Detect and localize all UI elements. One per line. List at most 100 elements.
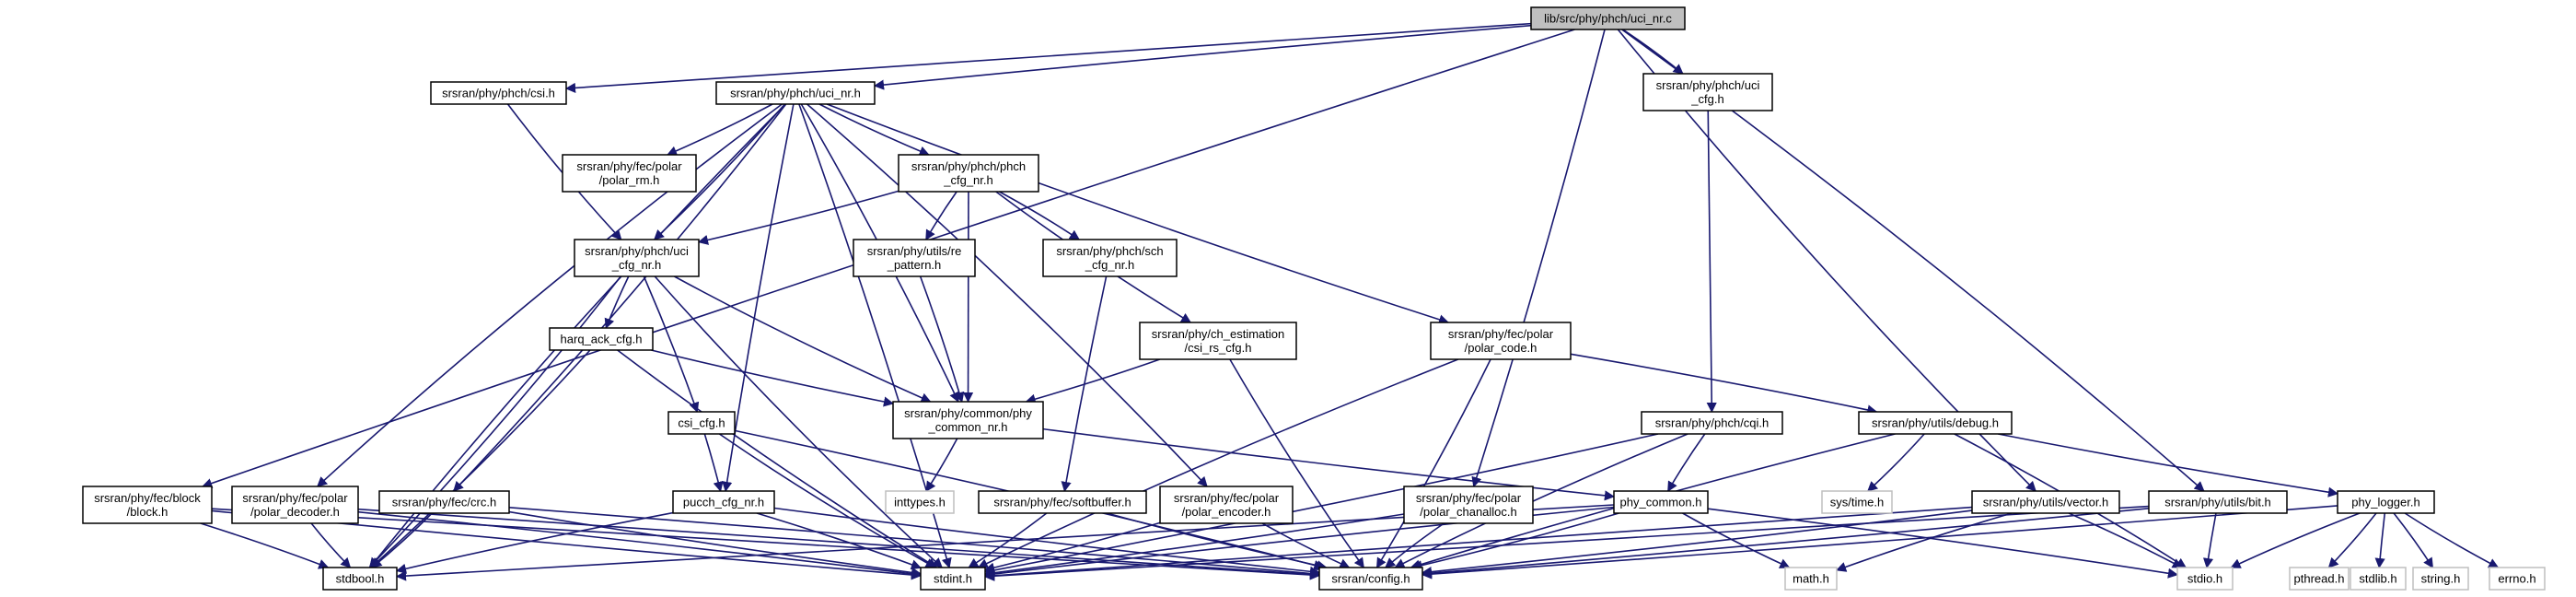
node-box [2289, 567, 2350, 591]
node-stdio: stdio.h [2176, 567, 2234, 591]
node-stdbool[interactable]: stdbool.h [322, 567, 398, 591]
node-label: srsran/phy/common/phy [904, 406, 1032, 420]
node-box [978, 490, 1147, 514]
node-label: srsran/phy/phch/uci_nr.h [730, 87, 861, 100]
edge-vector_h-to-stdio [2068, 512, 2183, 568]
node-label: string.h [2421, 572, 2461, 586]
node-polar_chanalloc[interactable]: srsran/phy/fec/polar/polar_chanalloc.h [1403, 486, 1534, 524]
edge-uci_cfg_nr-to-stdbool [368, 275, 621, 568]
edge-phy_logger-to-pthread [2327, 512, 2377, 568]
node-box [1641, 411, 1783, 435]
node-uci_cfg_h[interactable]: srsran/phy/phch/uci_cfg.h [1642, 73, 1773, 111]
node-polar_rm[interactable]: srsran/phy/fec/polar/polar_rm.h [562, 154, 697, 193]
node-box [885, 490, 955, 514]
node-root[interactable]: lib/src/phy/phch/uci_nr.c [1530, 6, 1686, 30]
node-phch_cfg_nr[interactable]: srsran/phy/phch/phch_cfg_nr.h [898, 154, 1039, 193]
node-pucch_cfg_nr[interactable]: pucch_cfg_nr.h [672, 490, 775, 514]
node-cqi_h[interactable]: srsran/phy/phch/cqi.h [1641, 411, 1783, 435]
node-sch_cfg_nr[interactable]: srsran/phy/phch/sch_cfg_nr.h [1042, 239, 1178, 277]
node-phy_logger[interactable]: phy_logger.h [2337, 490, 2435, 514]
node-csi_cfg[interactable]: csi_cfg.h [667, 411, 736, 435]
node-harq_ack_cfg[interactable]: harq_ack_cfg.h [549, 327, 654, 351]
node-uci_nr_h[interactable]: srsran/phy/phch/uci_nr.h [715, 81, 876, 105]
edge-crc_h-to-stdint [508, 510, 922, 578]
edge-root-to-csi_h [564, 22, 1532, 94]
edge-vector_h-to-math [1835, 512, 2013, 572]
node-box [898, 154, 1039, 193]
node-label: srsran/phy/fec/polar [1416, 491, 1522, 505]
node-string: string.h [2412, 567, 2469, 591]
edge-uci_nr_h-to-pucch_cfg_nr [722, 103, 795, 493]
node-label: _cfg_nr.h [943, 173, 993, 187]
edge-block_h-to-stdbool [200, 522, 330, 569]
node-label: errno.h [2498, 572, 2535, 586]
node-stdint[interactable]: stdint.h [920, 567, 986, 591]
node-label: stdbool.h [336, 572, 385, 586]
edge-phy_logger-to-stdlib [2374, 512, 2386, 569]
node-sys_time: sys/time.h [1821, 490, 1893, 514]
node-box [920, 567, 986, 591]
edge-phch_cfg_nr-to-sch_cfg_nr [998, 191, 1081, 240]
node-label: pucch_cfg_nr.h [683, 496, 764, 509]
node-box [1613, 490, 1709, 514]
edge-uci_cfg_nr-to-harq_ack_cfg [604, 275, 630, 330]
node-phy_common[interactable]: phy_common.h [1613, 490, 1709, 514]
node-box [1821, 490, 1893, 514]
node-box [1159, 486, 1294, 524]
node-box [562, 154, 697, 193]
node-box [1139, 322, 1297, 360]
node-debug_h[interactable]: srsran/phy/utils/debug.h [1858, 411, 2013, 435]
node-softbuffer[interactable]: srsran/phy/fec/softbuffer.h [978, 490, 1147, 514]
node-label: _common_nr.h [928, 420, 1008, 434]
node-label: srsran/phy/phch/csi.h [442, 87, 555, 100]
node-label: srsran/phy/ch_estimation [1152, 327, 1285, 341]
node-csi_h[interactable]: srsran/phy/phch/csi.h [430, 81, 567, 105]
node-vector_h[interactable]: srsran/phy/utils/vector.h [1971, 490, 2120, 514]
node-label: srsran/phy/fec/softbuffer.h [993, 496, 1131, 509]
node-bit_h[interactable]: srsran/phy/utils/bit.h [2148, 490, 2288, 514]
edge-bit_h-to-stdio [2202, 512, 2217, 569]
node-math: math.h [1784, 567, 1838, 591]
nodes-layer: lib/src/phy/phch/uci_nr.c srsran/phy/phch… [82, 6, 2546, 591]
node-polar_decoder[interactable]: srsran/phy/fec/polar/polar_decoder.h [231, 486, 359, 524]
edge-pucch_cfg_nr-to-config [773, 507, 1321, 577]
edge-polar_decoder-to-stdbool [310, 522, 352, 568]
node-box [1430, 322, 1572, 360]
edge-uci_nr_h-to-phch_cfg_nr [818, 103, 930, 157]
node-label: csi_cfg.h [678, 416, 725, 430]
edge-uci_cfg_nr-to-csi_cfg [643, 275, 700, 414]
node-box [892, 401, 1044, 439]
node-uci_cfg_nr[interactable]: srsran/phy/phch/uci_cfg_nr.h [574, 239, 700, 277]
node-errno: errno.h [2489, 567, 2546, 591]
edge-block_h-to-config [211, 508, 1321, 580]
node-label: _pattern.h [887, 258, 942, 272]
edge-phch_cfg_nr-to-re_pattern [925, 191, 957, 240]
node-crc_h[interactable]: srsran/phy/fec/crc.h [378, 490, 510, 514]
node-box [1318, 567, 1423, 591]
node-label: srsran/phy/phch/uci [585, 244, 689, 258]
node-re_pattern[interactable]: srsran/phy/utils/re_pattern.h [853, 239, 976, 277]
node-box [322, 567, 398, 591]
node-box [672, 490, 775, 514]
edge-phch_cfg_nr-to-uci_cfg_nr [697, 190, 899, 245]
node-phy_common_nr[interactable]: srsran/phy/common/phy_common_nr.h [892, 401, 1044, 439]
node-label: srsran/phy/utils/vector.h [1983, 496, 2109, 509]
node-polar_code[interactable]: srsran/phy/fec/polar/polar_code.h [1430, 322, 1572, 360]
edge-phy_common-to-config [1411, 512, 1619, 571]
node-label: /csi_rs_cfg.h [1185, 341, 1252, 355]
node-box [667, 411, 736, 435]
edge-phy_common-to-stdio [1707, 508, 2179, 579]
node-label: /block.h [127, 505, 168, 519]
node-label: math.h [1793, 572, 1829, 586]
edge-csi_cfg-to-pucch_cfg_nr [703, 433, 724, 493]
node-csi_rs_cfg[interactable]: srsran/phy/ch_estimation/csi_rs_cfg.h [1139, 322, 1297, 360]
node-box [853, 239, 976, 277]
node-polar_encoder[interactable]: srsran/phy/fec/polar/polar_encoder.h [1159, 486, 1294, 524]
node-box [1971, 490, 2120, 514]
edge-cqi_h-to-phy_common [1667, 433, 1706, 492]
node-label: srsran/phy/phch/sch [1056, 244, 1163, 258]
node-block_h[interactable]: srsran/phy/fec/block/block.h [82, 486, 213, 524]
node-box [378, 490, 510, 514]
node-label: _cfg_nr.h [1085, 258, 1135, 272]
node-config[interactable]: srsran/config.h [1318, 567, 1423, 591]
